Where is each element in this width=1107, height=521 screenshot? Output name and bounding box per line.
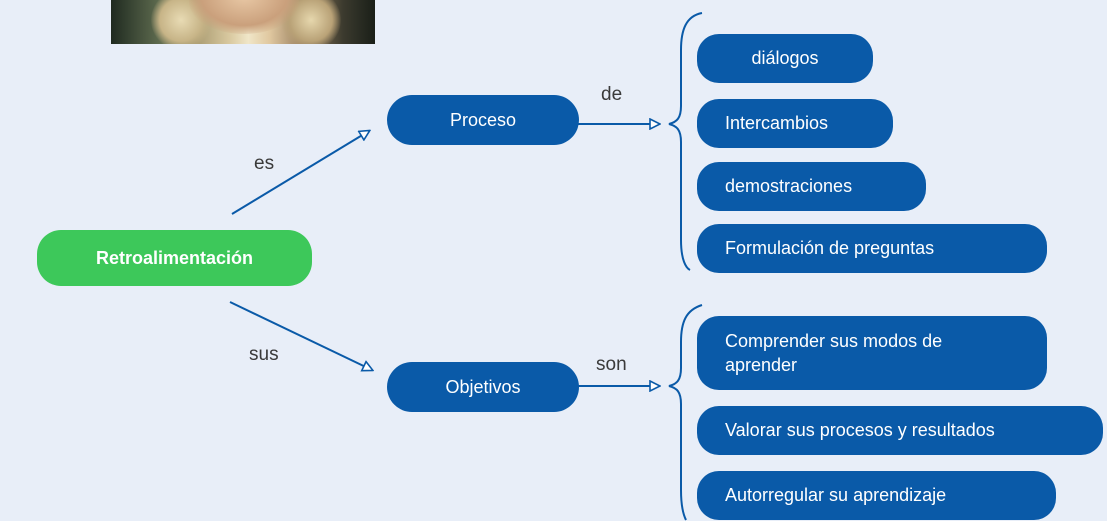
arrow-es	[231, 131, 369, 215]
link-label-es: es	[254, 153, 275, 174]
item-demostraciones[interactable]: demostraciones	[697, 162, 926, 211]
link-label-sus: sus	[249, 344, 279, 365]
node-objetivos[interactable]: Objetivos	[387, 362, 579, 412]
brace-objetivos	[668, 304, 703, 521]
item-intercambios[interactable]: Intercambios	[697, 99, 893, 148]
item-autorregular[interactable]: Autorregular su aprendizaje	[697, 471, 1056, 520]
root-node[interactable]: Retroalimentación	[37, 230, 312, 286]
brace-proceso	[668, 12, 703, 271]
item-formulacion[interactable]: Formulación de preguntas	[697, 224, 1047, 273]
item-comprender[interactable]: Comprender sus modos de aprender	[697, 316, 1047, 390]
person-photo	[111, 0, 375, 44]
connector-label-son: son	[596, 354, 627, 375]
node-proceso[interactable]: Proceso	[387, 95, 579, 145]
item-dialogos[interactable]: diálogos	[697, 34, 873, 83]
arrow-sus	[229, 301, 372, 370]
connector-label-de: de	[601, 84, 623, 105]
item-valorar[interactable]: Valorar sus procesos y resultados	[697, 406, 1103, 455]
